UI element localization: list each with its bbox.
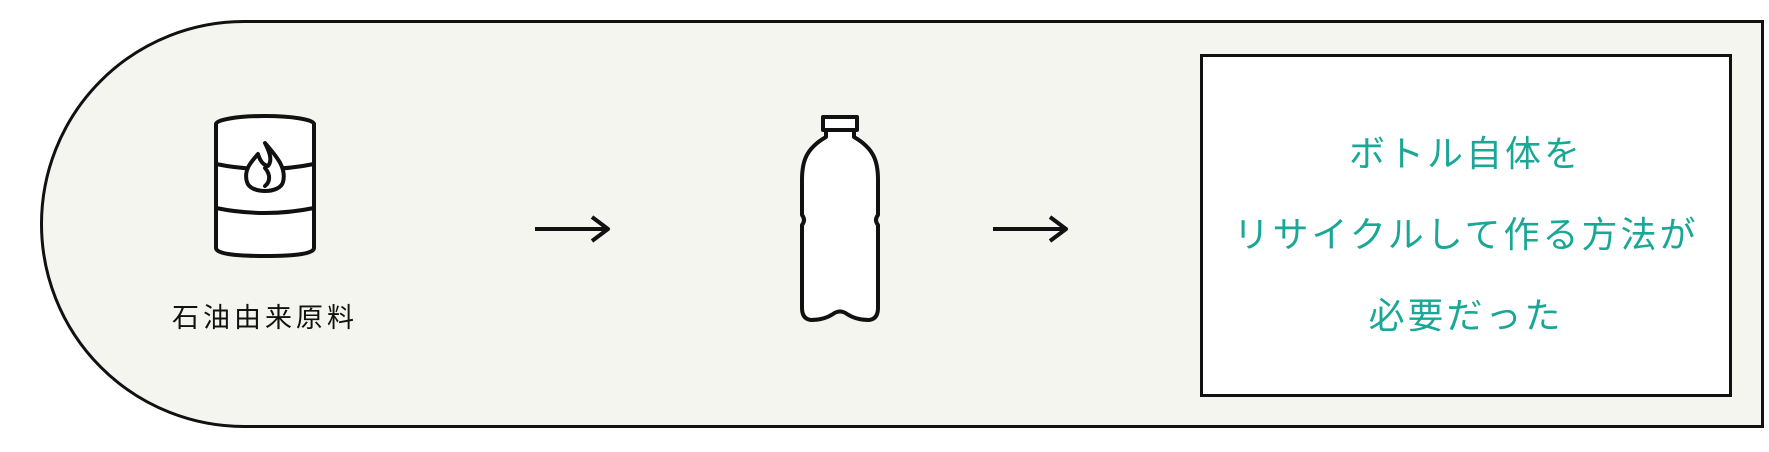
result-box: ボトル自体を リサイクルして作る方法が 必要だった <box>1200 54 1732 397</box>
plastic-bottle-icon <box>800 115 880 322</box>
source-label: 石油由来原料 <box>172 303 358 334</box>
result-text-line-3: 必要だった <box>1368 296 1564 337</box>
oil-barrel-icon <box>214 114 316 259</box>
result-text-line-1: ボトル自体を <box>1348 134 1583 175</box>
right-arrow-icon <box>535 215 610 243</box>
right-arrow-icon <box>993 215 1068 243</box>
result-text-line-2: リサイクルして作る方法が <box>1233 215 1699 256</box>
